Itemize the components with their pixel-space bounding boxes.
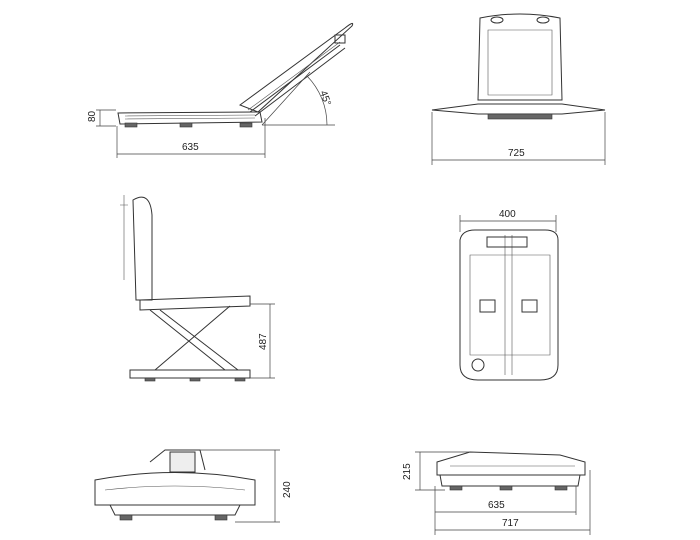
back-view: 725	[431, 13, 606, 165]
dimension-80: 80	[87, 110, 98, 122]
dimension-635-bottom: 635	[488, 500, 505, 511]
dimension-215: 215	[402, 463, 413, 480]
dimension-717: 717	[502, 518, 519, 529]
dimension-240: 240	[282, 481, 293, 498]
front-view: 240	[94, 449, 293, 523]
lowered-side-view: 215 635 717	[402, 451, 591, 535]
dimension-725: 725	[508, 148, 525, 159]
dimension-487: 487	[258, 333, 269, 350]
top-view: 400	[459, 209, 559, 381]
dimension-400: 400	[499, 209, 516, 220]
angle-45: 45°	[317, 89, 333, 107]
dimension-635-top: 635	[182, 142, 199, 153]
reclined-side-view: 80 635 45°	[87, 22, 354, 158]
seated-side-view: 487	[120, 195, 275, 382]
